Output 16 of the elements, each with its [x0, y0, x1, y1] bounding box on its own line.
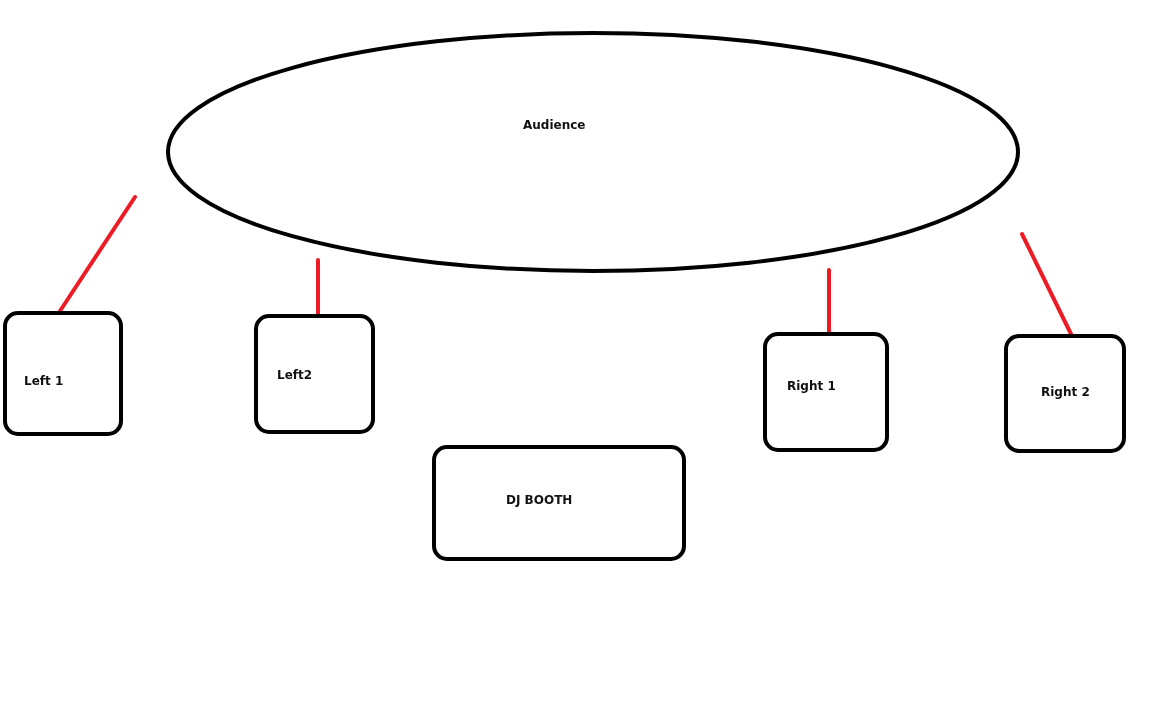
connector-line	[58, 195, 137, 313]
box-label: Right 1	[787, 378, 836, 394]
ellipse-label: Audience	[523, 117, 586, 133]
rounded-box	[254, 314, 375, 434]
box-label: DJ BOOTH	[506, 492, 573, 508]
ellipse-area	[166, 31, 1020, 273]
rounded-box	[1004, 334, 1126, 453]
rounded-box	[763, 332, 889, 452]
connector-line	[1020, 232, 1073, 336]
rounded-box	[432, 445, 686, 561]
connector-line	[316, 258, 320, 316]
rounded-box	[3, 311, 123, 436]
connector-line	[827, 268, 831, 334]
box-label: Left 1	[24, 373, 64, 389]
box-label: Left2	[277, 367, 313, 383]
box-label: Right 2	[1041, 384, 1090, 400]
